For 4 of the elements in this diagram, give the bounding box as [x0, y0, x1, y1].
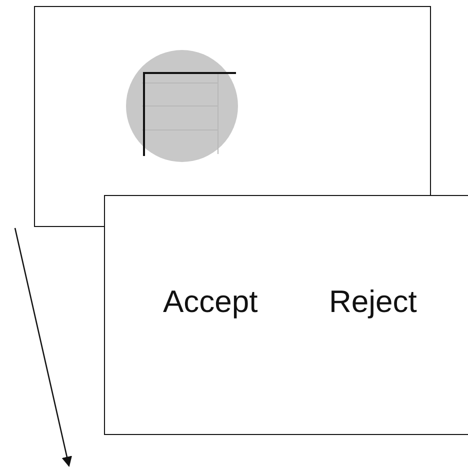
- response-dialog: [104, 195, 468, 435]
- response-option: Accept: [163, 284, 258, 320]
- response-option: Reject: [329, 284, 417, 320]
- stimulus-disc: [126, 50, 238, 162]
